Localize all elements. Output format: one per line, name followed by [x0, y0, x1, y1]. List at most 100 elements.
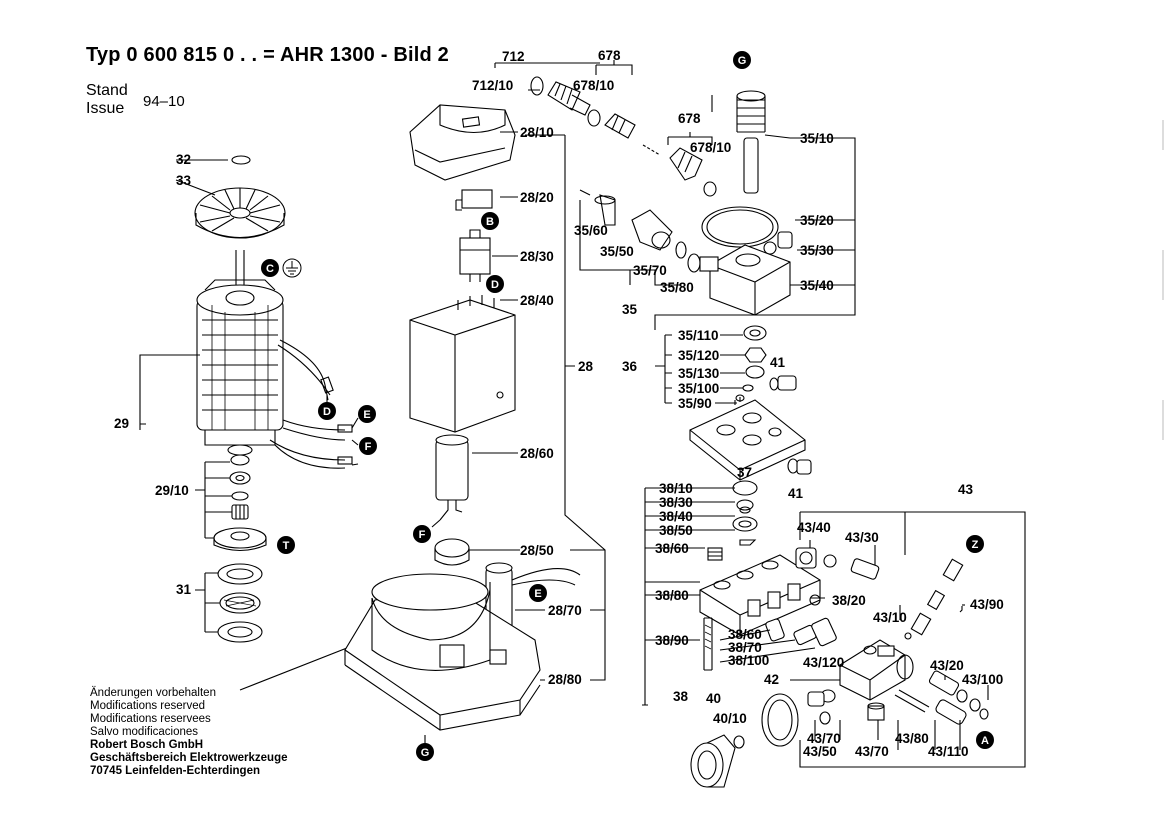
part-label: 35/50	[600, 244, 634, 259]
svg-text:E: E	[534, 588, 541, 600]
part-label: 35/60	[574, 223, 608, 238]
part-label: 35/120	[678, 348, 719, 363]
part-label: 43/110	[928, 744, 969, 759]
note-line: Änderungen vorbehalten	[90, 687, 216, 699]
part-label: 43/30	[845, 530, 879, 545]
part-label: 38/80	[655, 588, 689, 603]
svg-text:F: F	[365, 441, 372, 453]
company-line: Robert Bosch GmbH	[90, 739, 204, 751]
part-label: 28/20	[520, 190, 554, 205]
note-line: Modifications reserved	[90, 700, 206, 712]
footer-notes: Änderungen vorbehalten Modifications res…	[90, 687, 288, 778]
part-label: 41	[788, 486, 804, 501]
callout-f-cap: F	[413, 525, 431, 543]
part-label: 42	[764, 672, 779, 687]
svg-text:B: B	[486, 216, 494, 228]
callout-c: C	[261, 259, 279, 277]
callout-g-bottom: G	[416, 743, 434, 761]
part-label: 43/100	[962, 672, 1003, 687]
part-label: 43/20	[930, 658, 964, 673]
part-label: 28/50	[520, 543, 554, 558]
part-label: 28/80	[548, 672, 582, 687]
part-label: 40	[706, 691, 721, 706]
part-label: 28/70	[548, 603, 582, 618]
base-housing-part	[344, 573, 541, 731]
company-line: 70745 Leinfelden-Echterdingen	[90, 765, 260, 777]
note-line: Salvo modificaciones	[90, 726, 199, 738]
callout-d-motor: D	[318, 402, 336, 420]
part-label: 678/10	[690, 140, 731, 155]
stand-label: Stand	[86, 82, 128, 99]
part-label: 36	[622, 359, 638, 374]
part-label: 29/10	[155, 483, 189, 498]
part-label: 678	[678, 111, 701, 126]
part-label: 35/130	[678, 366, 719, 381]
fan-part	[194, 187, 286, 239]
switch-housing-part	[409, 295, 516, 433]
svg-text:C: C	[266, 263, 274, 275]
part-label: 712	[502, 49, 525, 64]
cap-40-part	[690, 734, 736, 788]
svg-text:Z: Z	[972, 539, 979, 551]
part-label: 38/100	[728, 653, 769, 668]
part-label: 28/10	[520, 125, 554, 140]
part-label: 38/20	[832, 593, 866, 608]
part-label: 28	[578, 359, 594, 374]
svg-text:E: E	[363, 409, 370, 421]
part-label: 43/90	[970, 597, 1004, 612]
part-label: 43/70	[855, 744, 889, 759]
fitting-712-part	[547, 81, 591, 116]
part-label: 33	[176, 173, 192, 188]
issue-date: 94–10	[143, 93, 185, 110]
part-label: 28/40	[520, 293, 554, 308]
callout-a: A	[976, 731, 994, 749]
part-label: 28/60	[520, 446, 554, 461]
note-line: Modifications reservees	[90, 713, 211, 725]
part-label: 678/10	[573, 78, 614, 93]
part-label: 43	[958, 482, 974, 497]
capacitor-part	[435, 434, 469, 521]
part-label: 31	[176, 582, 192, 597]
callout-z: Z	[966, 535, 984, 553]
part-label: 35/100	[678, 381, 719, 396]
callout-e-cap: E	[529, 584, 547, 602]
part-label: 35/110	[678, 328, 719, 343]
part-label: 32	[176, 152, 191, 167]
part-label: 43/70	[807, 731, 841, 746]
valve-spring-part	[736, 90, 766, 194]
part-label: 678	[598, 48, 621, 63]
part-label: 35/10	[800, 131, 834, 146]
part-label: 43/80	[895, 731, 929, 746]
valve-head-part	[699, 244, 791, 316]
part-label: 38/30	[659, 495, 693, 510]
part-label: 38/90	[655, 633, 689, 648]
issue-label: Issue	[86, 100, 125, 117]
part-label: 38/70	[728, 640, 762, 655]
svg-text:F: F	[419, 529, 426, 541]
part-label: 35/20	[800, 213, 834, 228]
unloader-valve-part	[839, 639, 914, 701]
part-label: 35/90	[678, 396, 712, 411]
callout-f-motor: F	[359, 437, 377, 455]
ground-symbol-icon	[282, 258, 302, 278]
part-label: 35/30	[800, 243, 834, 258]
part-label: 35/40	[800, 278, 834, 293]
page-title: Typ 0 600 815 0 . . = AHR 1300 - Bild 2	[86, 44, 449, 66]
svg-text:A: A	[981, 735, 989, 747]
seal-rings-part	[217, 563, 263, 643]
callout-d-switch: D	[486, 275, 504, 293]
manifold-plate-part	[689, 397, 806, 481]
svg-text:T: T	[283, 540, 290, 552]
motor-part	[196, 279, 284, 456]
part-label: 41	[770, 355, 786, 370]
svg-text:G: G	[738, 55, 747, 67]
part-label: 40/10	[713, 711, 747, 726]
part-label: 28/30	[520, 249, 554, 264]
callout-t: T	[277, 536, 295, 554]
part-label: 38/10	[659, 481, 693, 496]
part-label: 712/10	[472, 78, 513, 93]
part-label: 43/10	[873, 610, 907, 625]
callout-g-top: G	[733, 51, 751, 69]
part-label: 38/60	[655, 541, 689, 556]
